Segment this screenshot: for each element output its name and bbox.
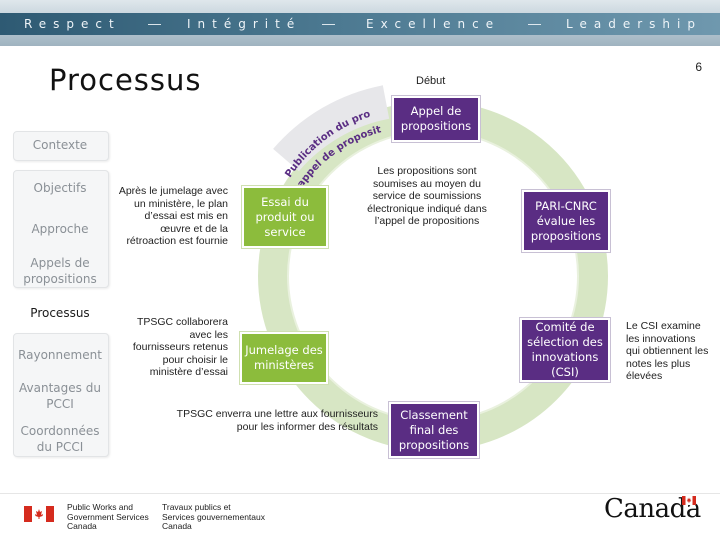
note-csi-review: Le CSI examine les innovations qui obtie… bbox=[626, 320, 709, 382]
page-title: Processus bbox=[49, 63, 202, 97]
step-appel-de-propositions: Appel de propositions bbox=[392, 96, 480, 142]
dept-fr-line1: Travaux publics et bbox=[162, 502, 231, 512]
sidebar-item-objectifs[interactable]: Objectifs bbox=[33, 181, 87, 195]
arc-label-band bbox=[273, 85, 390, 172]
arc-text-line2: appel de propositions bbox=[0, 0, 383, 190]
sidebar-item-approche[interactable]: Approche bbox=[31, 222, 89, 236]
dept-en-line3: Canada bbox=[67, 521, 97, 531]
note-results-letter: TPSGC enverra une lettre aux fournisseur… bbox=[176, 408, 378, 433]
sidebar-item-avantages[interactable]: Avantages du PCCI bbox=[19, 381, 101, 411]
page-number: 6 bbox=[695, 60, 702, 74]
sidebar-group-box bbox=[13, 333, 109, 457]
dept-name-en: Public Works and Government Services Can… bbox=[67, 502, 149, 532]
dept-name-fr: Travaux publics et Services gouvernement… bbox=[162, 502, 266, 532]
dept-fr-line3: Canada bbox=[162, 521, 192, 531]
sidebar-item-rayonnement[interactable]: Rayonnement bbox=[18, 348, 102, 362]
step-jumelage-ministeres: Jumelage des ministères bbox=[240, 332, 328, 384]
step-essai-produit: Essai du produit ou service bbox=[242, 186, 328, 248]
note-collaboration: TPSGC collaborera avec les fournisseurs … bbox=[132, 316, 228, 378]
sidebar-item-processus[interactable]: Processus bbox=[30, 306, 90, 320]
dept-en-line2: Government Services bbox=[67, 511, 149, 522]
sidebar-group-box bbox=[13, 170, 109, 288]
dept-fr-line2: Services gouvernementaux bbox=[162, 511, 266, 522]
canada-flag-icon bbox=[24, 506, 54, 522]
banner-word-respect: Respect bbox=[24, 17, 121, 31]
step-comite-selection: Comité de sélection des innovations (CSI… bbox=[520, 318, 610, 382]
step-pari-cnrc-evaluation: PARI-CNRC évalue les propositions bbox=[522, 190, 610, 252]
start-label: Début bbox=[416, 75, 446, 87]
wordmark-flag-icon bbox=[682, 496, 696, 505]
banner-word-leadership: Leadership bbox=[566, 17, 702, 31]
dept-en-line1: Public Works and bbox=[67, 502, 133, 512]
banner-separator: — bbox=[322, 16, 335, 31]
sidebar-item-contexte[interactable]: Contexte bbox=[32, 138, 88, 152]
banner-word-integrite: Intégrité bbox=[187, 17, 302, 31]
sidebar-item-contexte-bg[interactable] bbox=[13, 131, 109, 161]
note-after-pairing: Après le jumelage avec un ministère, le … bbox=[118, 185, 228, 247]
banner-separator: — bbox=[528, 16, 541, 31]
banner-word-excellence: Excellence bbox=[366, 17, 501, 31]
footer-divider bbox=[0, 493, 720, 494]
sidebar-item-appels[interactable]: Appels de propositions bbox=[23, 256, 97, 286]
banner-separator: — bbox=[148, 16, 161, 31]
step-classement-final: Classement final des propositions bbox=[389, 402, 479, 458]
values-banner-strip bbox=[0, 13, 720, 35]
arc-text-line2-path: appel de propositions bbox=[0, 0, 383, 190]
note-submission: Les propositions sont soumises au moyen … bbox=[367, 165, 487, 227]
sidebar-item-coordonnees[interactable]: Coordonnées du PCCI bbox=[20, 424, 100, 454]
